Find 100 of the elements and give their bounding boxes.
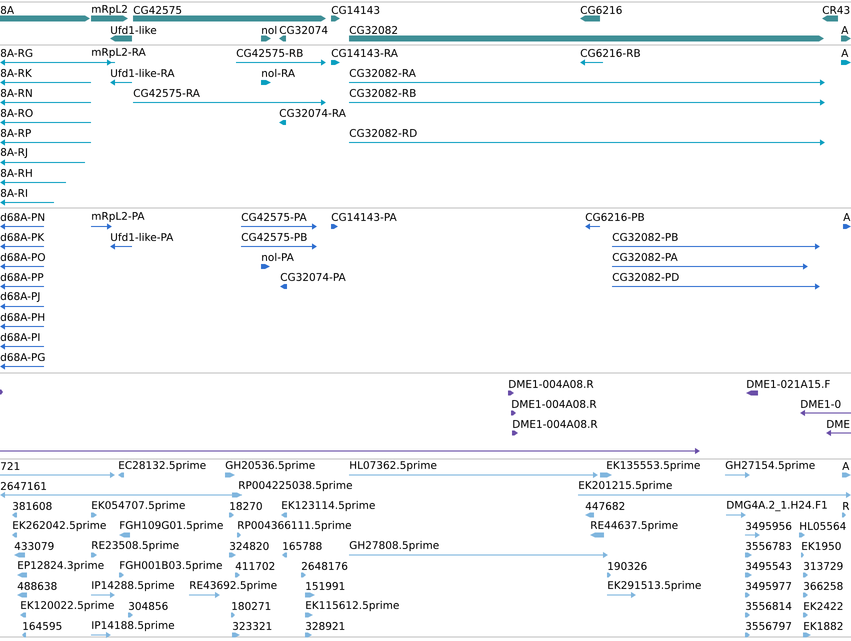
est-label: EK115612.5prime (306, 600, 399, 612)
est-label: FGH001B03.5prime (120, 560, 222, 572)
est-label: 447682 (586, 502, 624, 510)
est-label: 3556814 (746, 602, 792, 610)
est-label: EP12824.3prime (18, 560, 104, 572)
clone-label: DME1-004A08.R (512, 400, 596, 408)
gene-label: CG42575 (134, 6, 182, 14)
clone-label: DME1-004A08.R (513, 420, 598, 428)
protein-label: A (843, 213, 850, 221)
clone-label: DME1-021A15.F (747, 380, 830, 388)
protein-label: CG32082-PB (612, 233, 678, 241)
gene-label: A (841, 26, 848, 34)
est-label: EK291513.5prime (608, 580, 701, 592)
protein-label: CG6216-PB (586, 213, 644, 221)
est-label: 313729 (804, 562, 843, 570)
transcript-label: nol-RA (262, 68, 295, 78)
transcript-label: 8A-RH (0, 169, 32, 177)
transcript-label: CG32082-RB (350, 89, 416, 97)
transcript-label: CG32082-RA (350, 69, 416, 77)
transcript-label: CG32082-RD (350, 129, 417, 137)
gene-label: CG6216 (580, 6, 622, 14)
protein-label: d68A-PI (0, 332, 40, 342)
est-label: 324820 (230, 542, 269, 550)
est-label: EK120022.5prime (21, 600, 114, 612)
gene-label: CG32074 (280, 26, 328, 34)
gene-label: mRpL2 (92, 5, 127, 15)
gene-label: CR43 (822, 6, 850, 14)
est-label: IP14188.5prime (92, 620, 174, 632)
est-label: 488638 (18, 582, 57, 590)
transcript-label: 8A-RJ (0, 148, 27, 158)
est-label: 2648176 (302, 562, 348, 570)
protein-label: CG14143-PA (332, 213, 397, 221)
transcript-label: Ufd1-like-RA (111, 68, 174, 78)
clone-label: DME (827, 420, 850, 428)
protein-label: CG32082-PA (612, 253, 678, 261)
protein-label: CG32082-PD (612, 273, 679, 281)
est-label: 304856 (129, 602, 168, 610)
est-label: EK262042.5prime (13, 520, 106, 532)
est-label: GH20536.5prime (226, 460, 315, 472)
est-label: RE43692.5prime (190, 580, 277, 592)
transcript-label: A (841, 49, 848, 57)
est-label: 721 (1, 462, 20, 470)
transcript-label: 8A-RK (0, 69, 32, 77)
est-label: EC28132.5prime (119, 460, 206, 472)
est-label: 180271 (232, 602, 270, 610)
est-label: RE44637.5prime (591, 520, 678, 532)
protein-label: nol-PA (262, 252, 294, 262)
protein-label: CG42575-PB (242, 233, 307, 241)
est-label: 18270 (230, 502, 262, 510)
clone-label: DME1-0 (801, 400, 840, 408)
clone-label: DME1-004A08.R (509, 380, 594, 388)
protein-label: d68A-PP (0, 272, 44, 282)
est-label: R (843, 502, 850, 510)
transcript-label: CG42575-RA (134, 89, 200, 97)
est-label: HL07362.5prime (350, 460, 436, 472)
est-label: RP004225038.5prime (239, 480, 352, 492)
est-label: 190326 (608, 562, 647, 570)
protein-label: Ufd1-like-PA (111, 232, 174, 242)
protein-label: d68A-PK (0, 232, 44, 242)
transcript-label: mRpL2-RA (92, 48, 146, 58)
protein-label: d68A-PO (0, 252, 45, 262)
transcript-label: CG14143-RA (332, 49, 398, 57)
transcript-label: 8A-RP (0, 129, 31, 137)
est-label: 3495543 (746, 562, 792, 570)
est-label: 381608 (13, 502, 52, 510)
est-label: RE23508.5prime (92, 540, 179, 552)
protein-label: CG42575-PA (242, 213, 307, 221)
protein-label: d68A-PJ (0, 292, 40, 302)
est-label: 3556797 (746, 622, 792, 630)
est-label: EK1882 (804, 622, 842, 630)
est-label: IP14288.5prime (92, 580, 174, 592)
protein-label: d68A-PH (0, 312, 44, 322)
protein-label: d68A-PG (0, 352, 45, 362)
est-label: 164595 (23, 622, 62, 630)
est-label: 3495956 (746, 522, 792, 530)
est-label: EK1950 (802, 542, 841, 550)
protein-label: mRpL2-PA (92, 212, 144, 222)
est-label: EK2422 (804, 602, 842, 610)
est-label: EK054707.5prime (92, 500, 185, 512)
protein-label: d68A-PN (0, 212, 44, 222)
transcript-label: CG32074-RA (280, 109, 346, 117)
transcript-label: CG6216-RB (580, 49, 640, 57)
est-label: A (842, 462, 850, 470)
transcript-label: 8A-RO (0, 109, 33, 117)
est-label: 328921 (306, 622, 344, 630)
est-label: FGH109G01.5prime (120, 520, 223, 532)
est-label: GH27154.5prime (726, 460, 815, 472)
est-label: DMG4A.2_1.H24.F1 (727, 500, 827, 512)
gene-label: CG32082 (350, 26, 398, 34)
est-label: 3556783 (746, 542, 792, 550)
transcript-label: CG42575-RB (236, 49, 303, 57)
est-label: EK135553.5prime (607, 460, 700, 472)
gene-label: nol (262, 26, 276, 34)
est-label: EK201215.5prime (579, 480, 672, 492)
est-label: 2647161 (0, 482, 46, 490)
transcript-label: 8A-RN (0, 89, 32, 97)
gene-label: CG14143 (332, 6, 380, 14)
gene-label: Ufd1-like (111, 26, 156, 34)
est-label: EK123114.5prime (282, 500, 375, 512)
gene-label: 8A (0, 6, 14, 14)
